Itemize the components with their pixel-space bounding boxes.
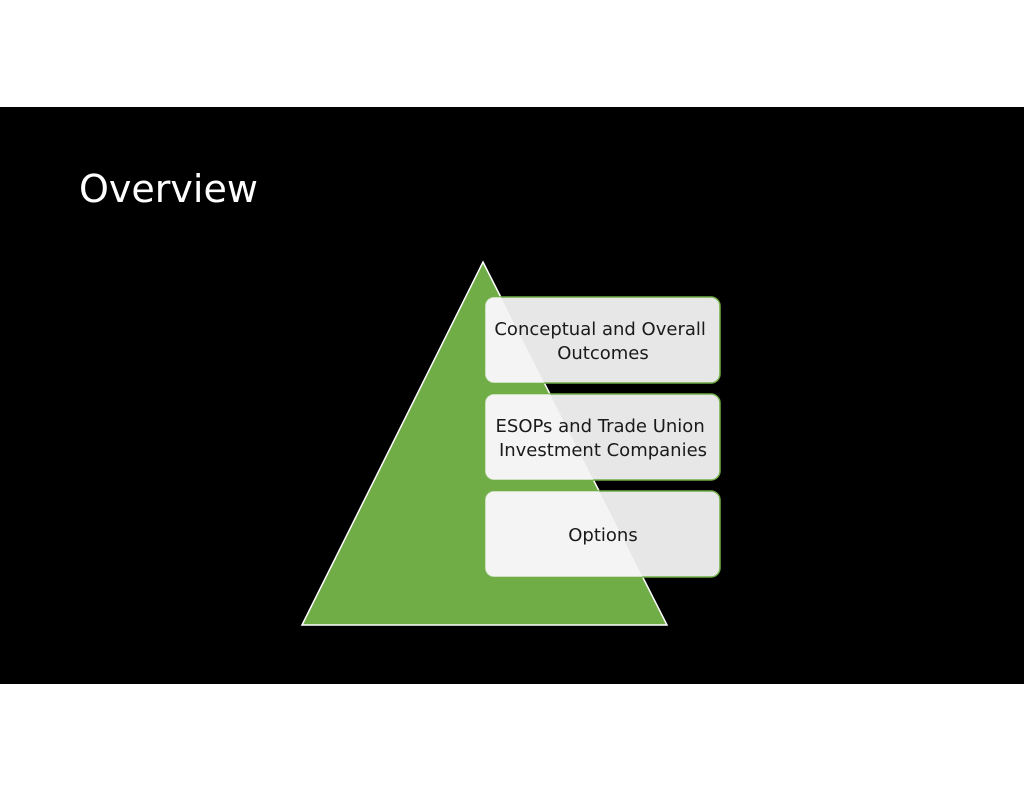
pyramid-block-2-line-2: Investment Companies [499, 440, 707, 461]
slide: Overview Conceptual and Overall Outcomes… [0, 107, 1024, 684]
pyramid-block-1-line-2: Outcomes [557, 343, 649, 364]
slide-title: Overview [79, 167, 258, 211]
pyramid-block-1-line-1: Conceptual and Overall [494, 319, 706, 340]
pyramid-block-2-line-1: ESOPs and Trade Union [496, 416, 705, 437]
pyramid-block-3-line-1: Options [568, 525, 637, 546]
pyramid-block-2-label: ESOPs and Trade Union Investment Compani… [496, 416, 711, 461]
pyramid-block-2: ESOPs and Trade Union Investment Compani… [484, 393, 721, 481]
pyramid-block-3-label: Options [568, 525, 637, 546]
pyramid-diagram: Conceptual and Overall Outcomes ESOPs an… [300, 260, 721, 626]
pyramid-block-3: Options [484, 490, 721, 578]
pyramid-block-1-label: Conceptual and Overall Outcomes [494, 319, 711, 364]
pyramid-block-1: Conceptual and Overall Outcomes [484, 296, 721, 384]
